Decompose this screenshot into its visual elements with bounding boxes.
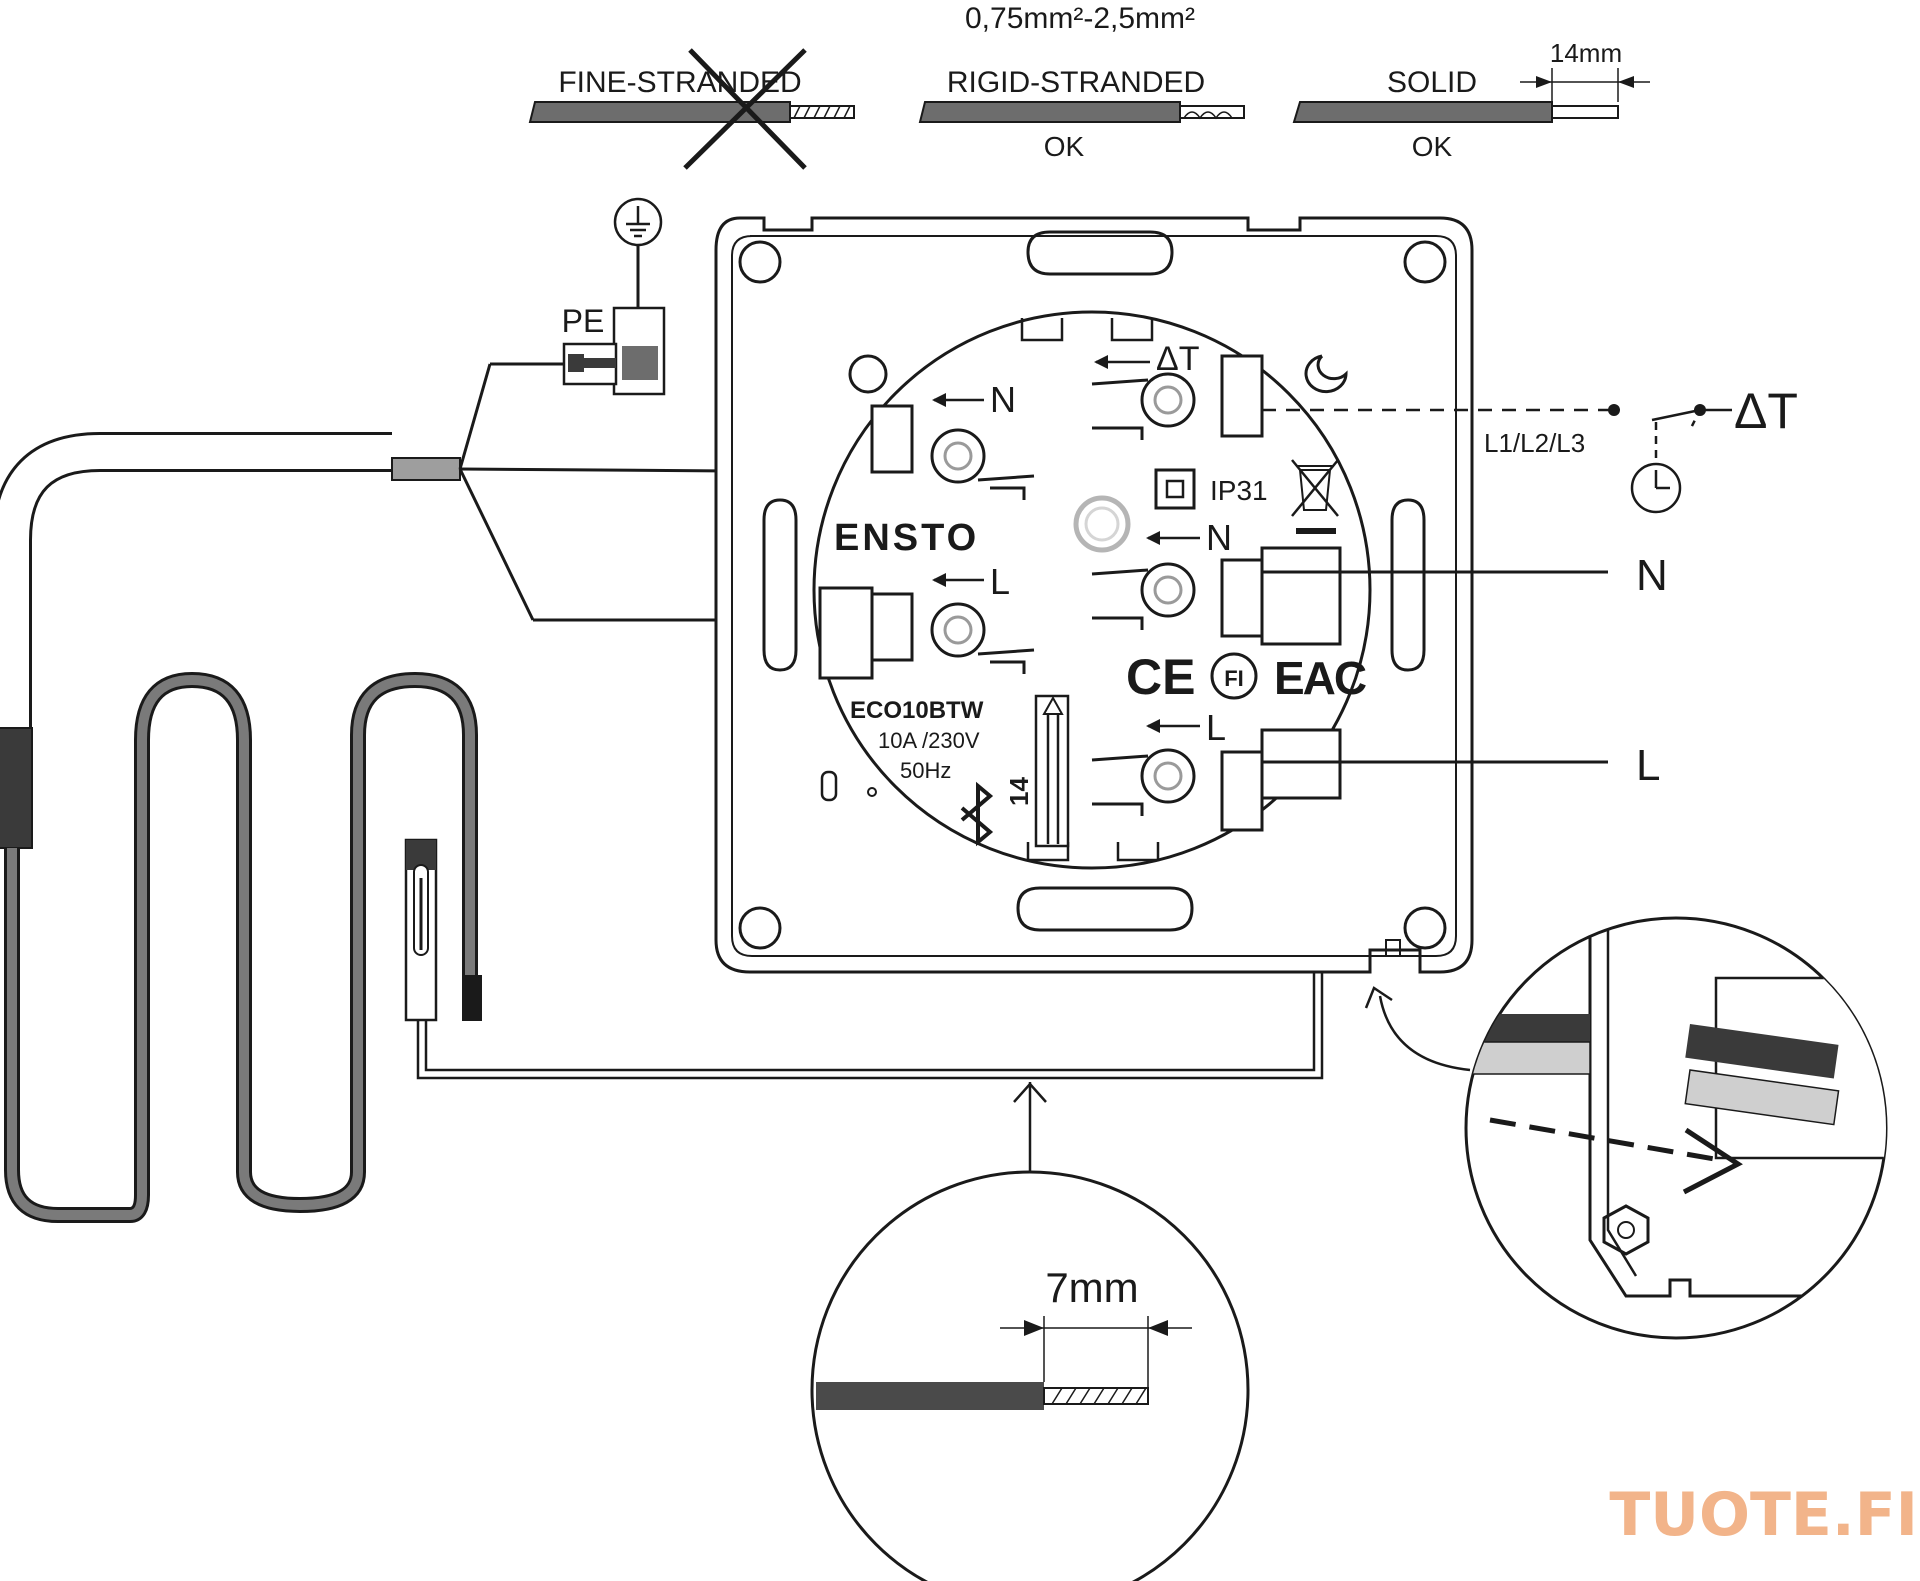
terminal-n-left-label: N [990,379,1016,420]
heating-cable [0,362,871,1223]
rigid-stranded-wire: RIGID-STRANDED OK [918,66,1245,162]
terminal-l-mid [1091,728,1342,832]
strip-gauge: 14 [1004,694,1070,848]
watermark: TUOTE.FI [1609,1480,1918,1550]
svg-text:EAC: EAC [1274,652,1366,704]
solid-label: SOLID [1387,66,1477,99]
strip-length-dimension: 14mm [1520,38,1650,102]
pe-terminal-block [562,306,666,396]
mount-slot-icon [1016,886,1194,932]
terminal-insert-detail [1364,916,1888,1340]
solid-wire: SOLID OK 14mm [1292,38,1650,162]
rigid-stranded-ok: OK [1044,131,1085,162]
mount-slot-icon [1026,230,1174,276]
mount-slot-icon [762,498,798,672]
wire-size-range: 0,75mm²-2,5mm² [965,2,1195,35]
fine-stranded-wire: FINE-STRANDED [528,48,855,170]
wire-spec-section: 0,75mm²-2,5mm² FINE-STRANDED RIGID-STRAN… [528,2,1650,170]
eac-mark-icon: EAC [1274,652,1368,704]
external-wiring: ΔT L1/L2/L3 N L [1262,383,1798,790]
terminal-n-mid-label: N [1206,517,1232,558]
frequency-label: 50Hz [900,758,951,783]
svg-text:CE: CE [1126,649,1195,705]
ce-mark-icon: CE [1126,649,1195,705]
sensor-strip-length: 7mm [1045,1264,1138,1311]
terminal-l-left [818,586,1035,680]
solid-ok: OK [1412,131,1453,162]
rigid-stranded-label: RIGID-STRANDED [947,66,1205,99]
bluetooth-icon [960,781,994,847]
mount-hole-icon [738,906,782,950]
terminal-n-left [870,404,1035,500]
mount-slot-icon [1390,498,1426,672]
terminal-labels: N L ΔT N L [932,340,1232,748]
moon-night-icon [1304,354,1348,394]
earth-ground-icon [613,197,663,308]
not-allowed-cross-icon [683,48,807,170]
phases-label: L1/L2/L3 [1484,428,1585,458]
brand-logo: ENSTO [834,517,979,559]
external-l-label: L [1636,741,1660,790]
solid-strip-length: 14mm [1550,38,1622,68]
device-body: N L ΔT N L ENSTO ECO10BTW 10A /230V 50Hz… [812,310,1372,870]
terminal-l-mid-label: L [1206,707,1226,748]
strip-gauge-value: 14 [1004,777,1034,806]
external-delta-t-label: ΔT [1734,383,1798,439]
pe-label: PE [562,303,605,339]
mount-hole-icon [1403,240,1447,284]
fi-mark-icon: FI [1210,652,1258,700]
model-label: ECO10BTW [850,697,984,724]
rating-label: 10A /230V [878,728,980,753]
terminal-delta-t [1091,354,1264,440]
earth-connection: PE [562,197,666,396]
external-n-label: N [1636,551,1668,600]
mount-hole-icon [1403,906,1447,950]
timer-clock-icon [1630,462,1682,514]
svg-text:FI: FI [1224,666,1244,691]
mount-hole-icon [738,240,782,284]
weee-bin-icon [1291,459,1339,534]
terminal-l-left-label: L [990,561,1010,602]
double-insulation-icon [1154,468,1196,510]
terminal-n-mid [1091,546,1342,646]
fine-stranded-label: FINE-STRANDED [558,66,801,99]
ip-rating-label: IP31 [1210,475,1268,506]
strip-detail-callout: 7mm [810,1082,1250,1581]
terminal-delta-t-label: ΔT [1156,340,1199,378]
